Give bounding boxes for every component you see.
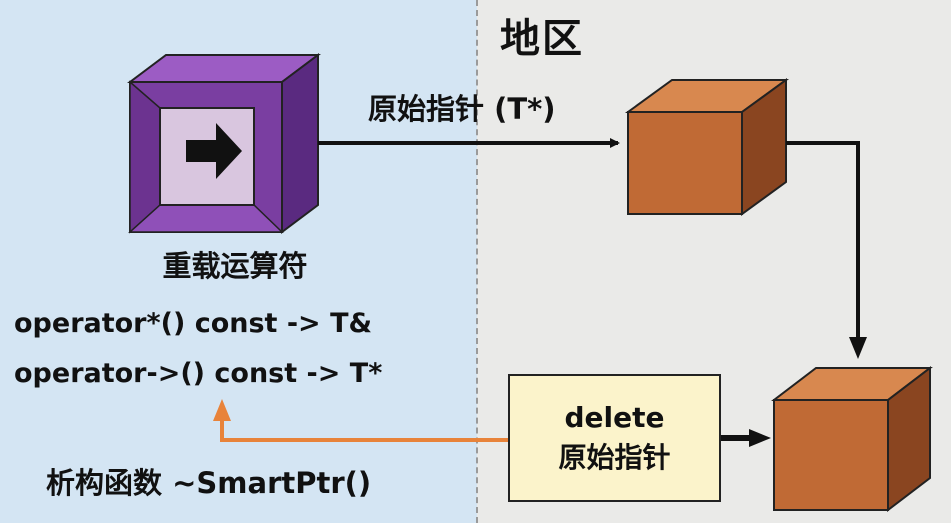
- region-title: 地区: [500, 16, 584, 62]
- operator-arrow-signature: operator->() const -> T*: [14, 358, 383, 389]
- delete-keyword: delete: [564, 401, 665, 434]
- delete-raw-pointer-box: delete 原始指针: [508, 374, 721, 502]
- raw-pointer-label: 原始指针 (T*): [368, 92, 556, 126]
- delete-target-label: 原始指针: [558, 441, 671, 474]
- destructor-arrow: [213, 399, 508, 442]
- operator-deref-signature: operator*() const -> T&: [14, 308, 373, 339]
- arrow-right-icon: [186, 123, 242, 179]
- destructor-label: 析构函数 ~SmartPtr(): [46, 466, 372, 500]
- deleted-object-cube: [771, 365, 933, 513]
- zone-divider: [476, 0, 478, 523]
- object-cube: [624, 78, 790, 216]
- operator-overload-title: 重载运算符: [162, 249, 308, 283]
- connector-arrow: [786, 141, 867, 359]
